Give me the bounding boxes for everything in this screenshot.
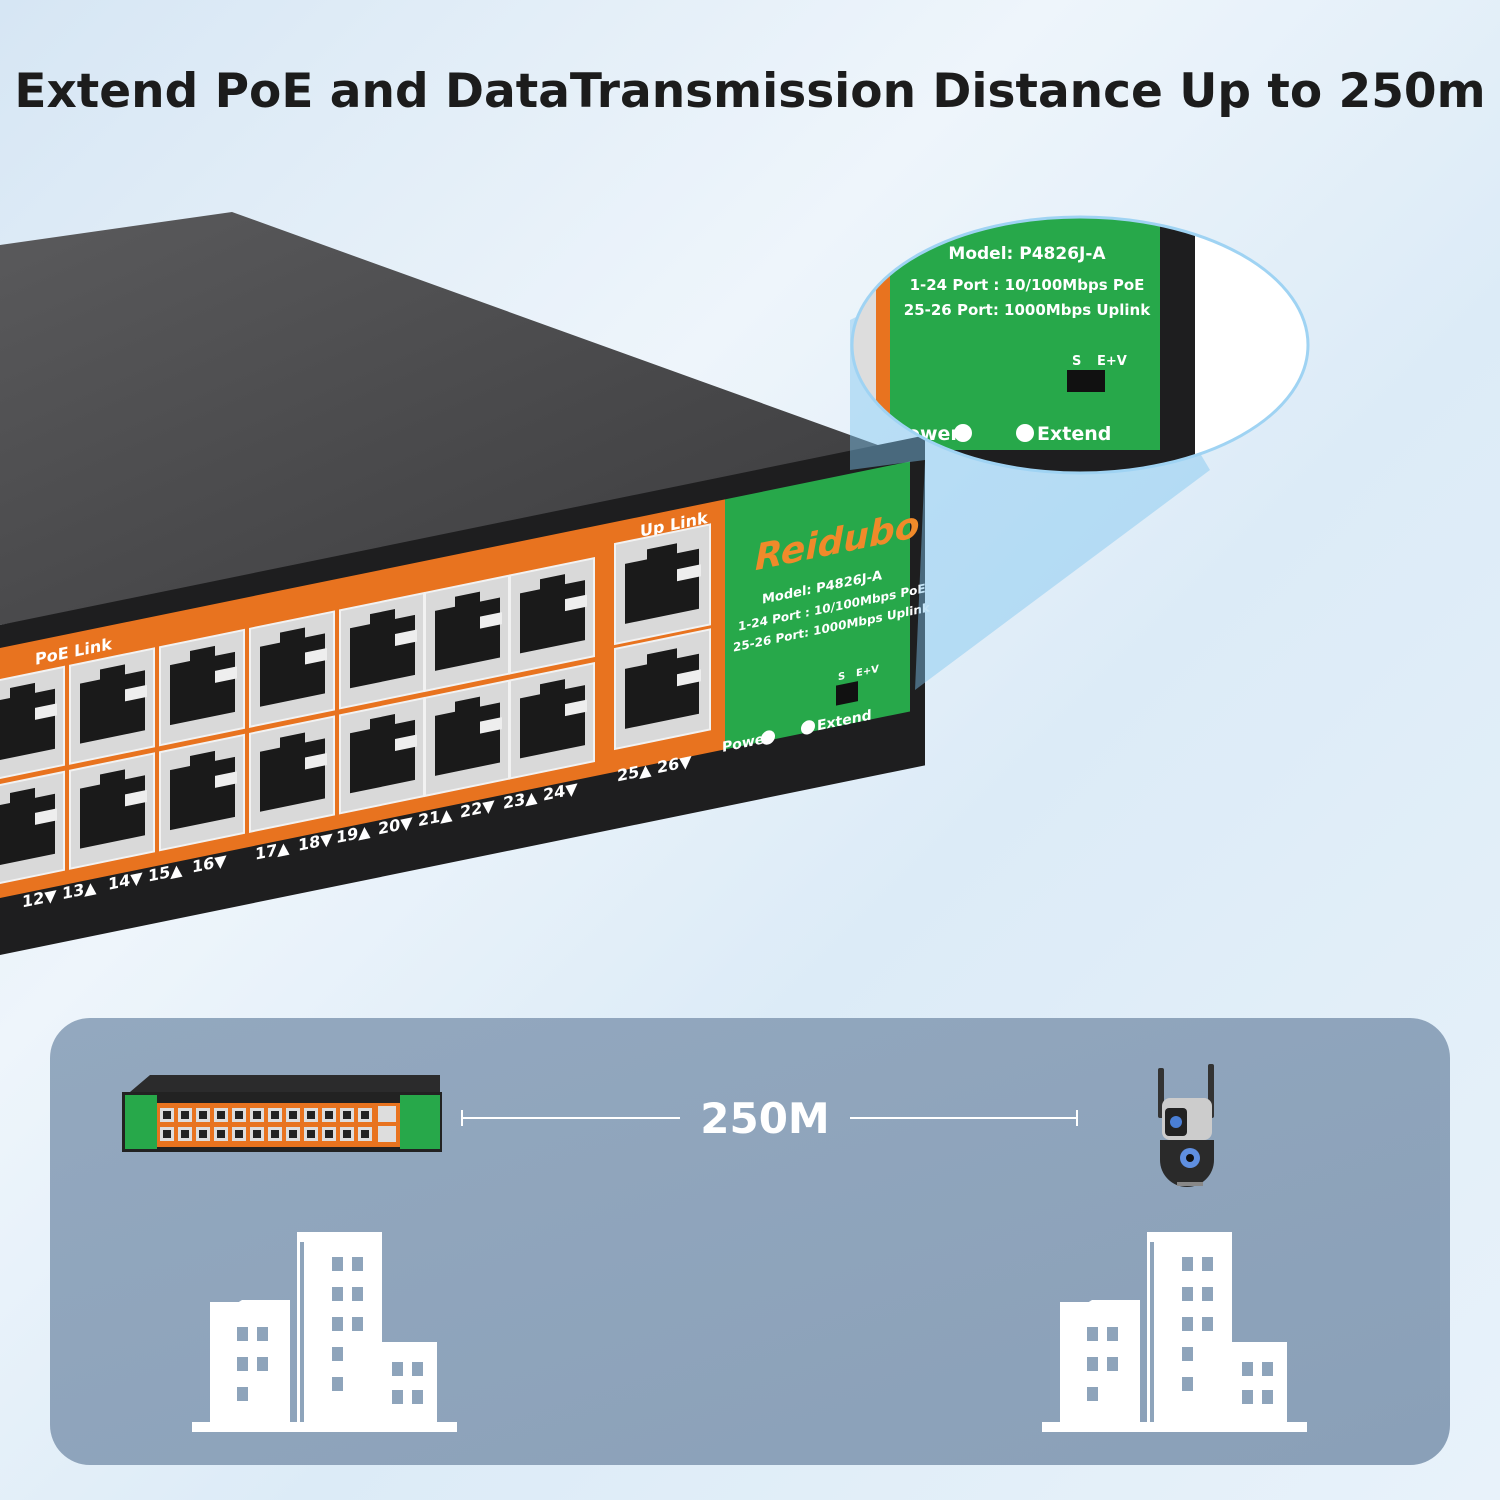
- rj45-port[interactable]: [509, 557, 595, 675]
- rj45-port[interactable]: [509, 662, 595, 780]
- rj45-port[interactable]: [159, 733, 245, 852]
- callout-toggle: [1067, 370, 1105, 392]
- rj45-port[interactable]: [249, 715, 335, 833]
- mini-port: [378, 1126, 396, 1142]
- green-label-panel: [725, 461, 910, 750]
- callout-extend: Extend: [1037, 423, 1111, 445]
- distance-line: [461, 1110, 1078, 1126]
- rj45-port[interactable]: [69, 647, 155, 765]
- callout-ev: E+V: [1097, 354, 1127, 369]
- rj45-port[interactable]: [424, 574, 510, 693]
- rj45-port[interactable]: [339, 591, 425, 710]
- rj45-port[interactable]: [424, 679, 510, 798]
- rj45-port[interactable]: [339, 696, 425, 815]
- callout-model: Model: P4826J-A: [948, 244, 1106, 264]
- switch-front: PoE Link Up Link 12▼13▲14▼15▲16▼17▲18▼19…: [0, 435, 931, 955]
- callout-spec-uplink: 25-26 Port: 1000Mbps Uplink: [904, 301, 1151, 319]
- switch-top: [0, 212, 925, 625]
- headline: Extend PoE and DataTransmission Distance…: [14, 64, 1486, 119]
- uplink-port[interactable]: [614, 628, 711, 751]
- mini-switch-icon: [122, 1075, 442, 1152]
- switch-ev-label: E+V: [856, 664, 879, 680]
- extend-led: [801, 720, 815, 735]
- mode-toggle[interactable]: [836, 681, 858, 706]
- camera-icon: [1158, 1064, 1214, 1187]
- switch-s-label: S: [838, 671, 845, 683]
- mini-port: [378, 1106, 396, 1122]
- rj45-port[interactable]: [0, 665, 65, 784]
- callout-s: S: [1072, 354, 1081, 369]
- port-grid: [0, 523, 711, 889]
- rj45-port[interactable]: [249, 610, 335, 728]
- callout-spec-poe: 1-24 Port : 10/100Mbps PoE: [910, 276, 1145, 294]
- uplink-port[interactable]: [614, 523, 711, 646]
- rj45-port[interactable]: [0, 770, 65, 889]
- power-led: [761, 730, 775, 745]
- rj45-port[interactable]: [159, 628, 245, 747]
- rj45-port[interactable]: [69, 752, 155, 870]
- building-icon-right: [1042, 1232, 1307, 1432]
- building-icon-left: [192, 1232, 457, 1432]
- distance-label: 250M: [700, 1094, 829, 1143]
